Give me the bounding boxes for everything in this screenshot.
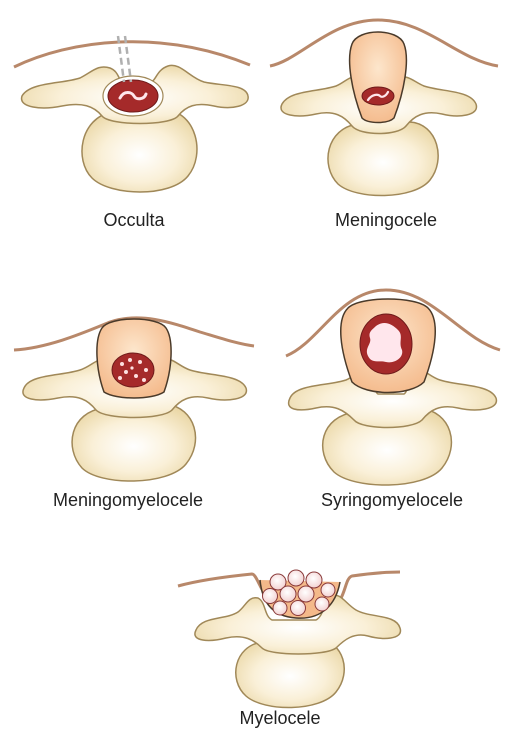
skin-line xyxy=(14,42,250,67)
syringomyelocele-panel xyxy=(286,290,500,485)
caption-syringomyelocele: Syringomyelocele xyxy=(321,490,463,510)
caption-meningocele: Meningocele xyxy=(335,210,437,230)
caption-myelocele: Myelocele xyxy=(239,708,320,728)
neural-placode-cells xyxy=(263,570,336,616)
occulta-panel xyxy=(14,36,250,192)
caption-meningomyelocele: Meningomyelocele xyxy=(53,490,203,510)
caption-occulta: Occulta xyxy=(103,210,165,230)
meningeal-sac xyxy=(350,32,407,123)
meningomyelocele-panel xyxy=(14,318,254,481)
meningocele-panel xyxy=(270,20,498,196)
myelocele-panel xyxy=(178,570,400,708)
